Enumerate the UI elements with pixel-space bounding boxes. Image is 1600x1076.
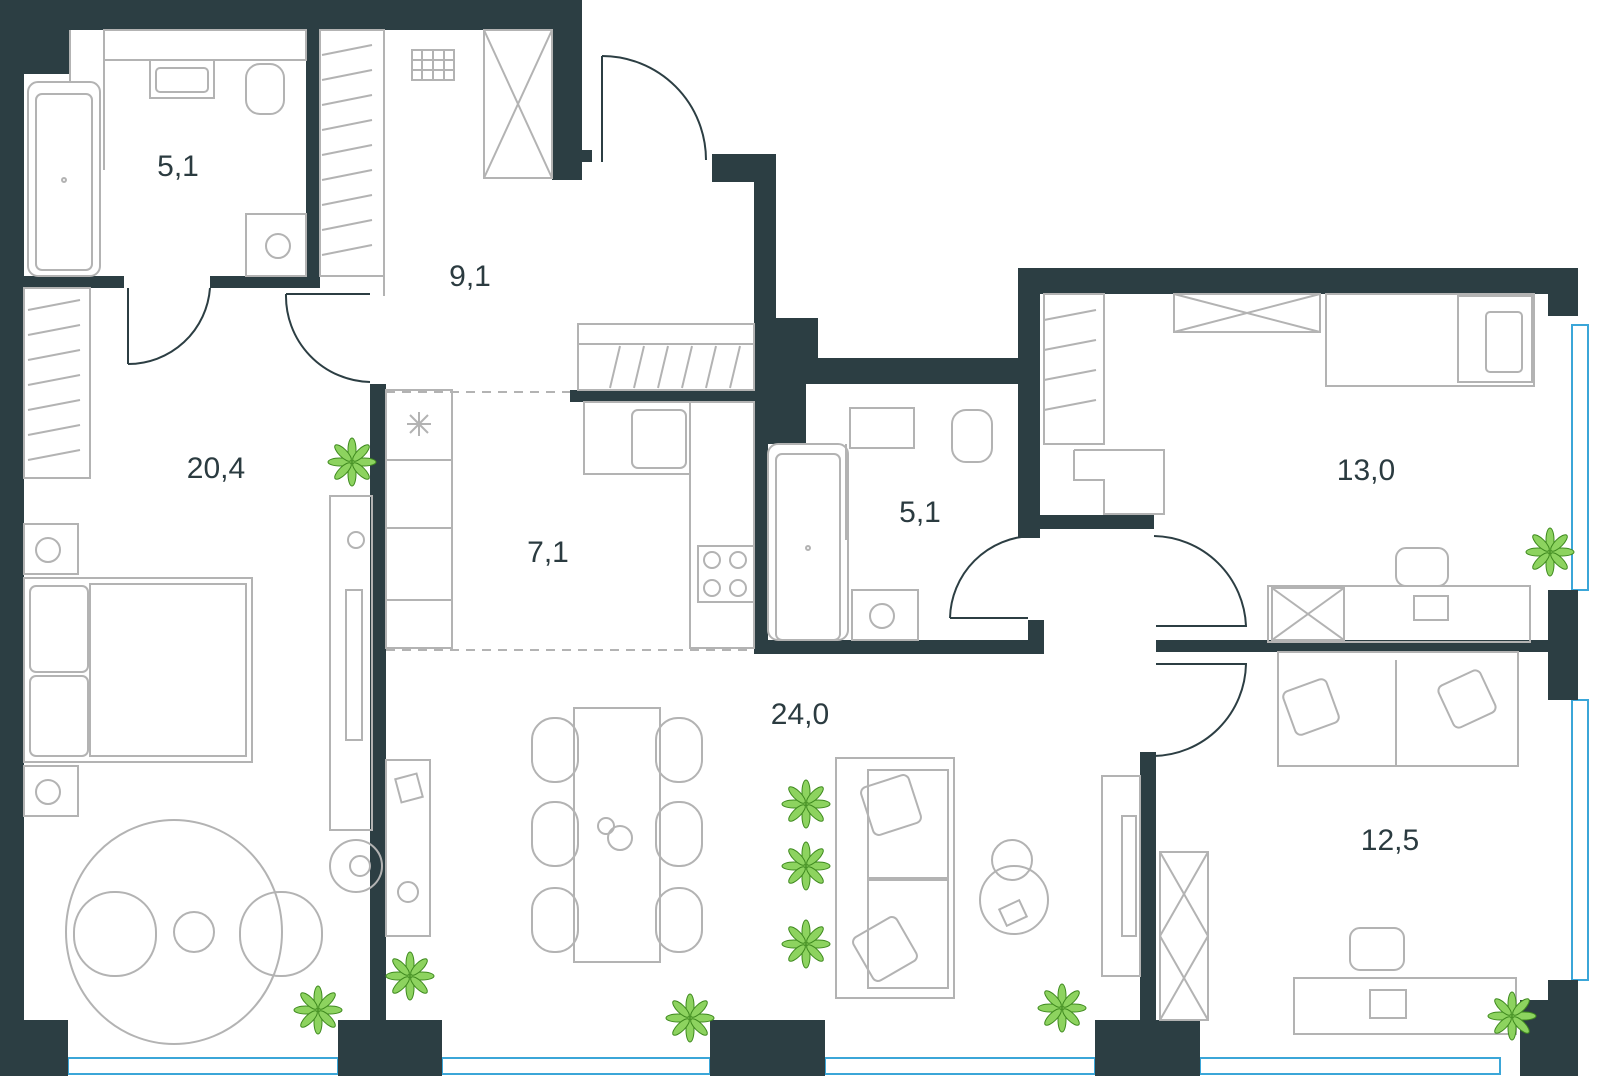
room-area-bath-center: 5,1 xyxy=(899,496,941,529)
room-area-right-bottom: 12,5 xyxy=(1361,824,1419,857)
room-labels: 5,1 9,1 20,4 7,1 5,1 13,0 24,0 12,5 xyxy=(157,150,1419,857)
room-area-hall: 9,1 xyxy=(449,260,491,293)
room-area-bath-left: 5,1 xyxy=(157,150,199,183)
furniture xyxy=(23,29,1535,1045)
room-area-kitchen: 7,1 xyxy=(527,536,569,569)
room-area-living: 24,0 xyxy=(771,698,829,731)
room-area-bedroom-right: 13,0 xyxy=(1337,454,1395,487)
doors xyxy=(127,55,1248,757)
room-area-bedroom-master: 20,4 xyxy=(187,452,245,485)
